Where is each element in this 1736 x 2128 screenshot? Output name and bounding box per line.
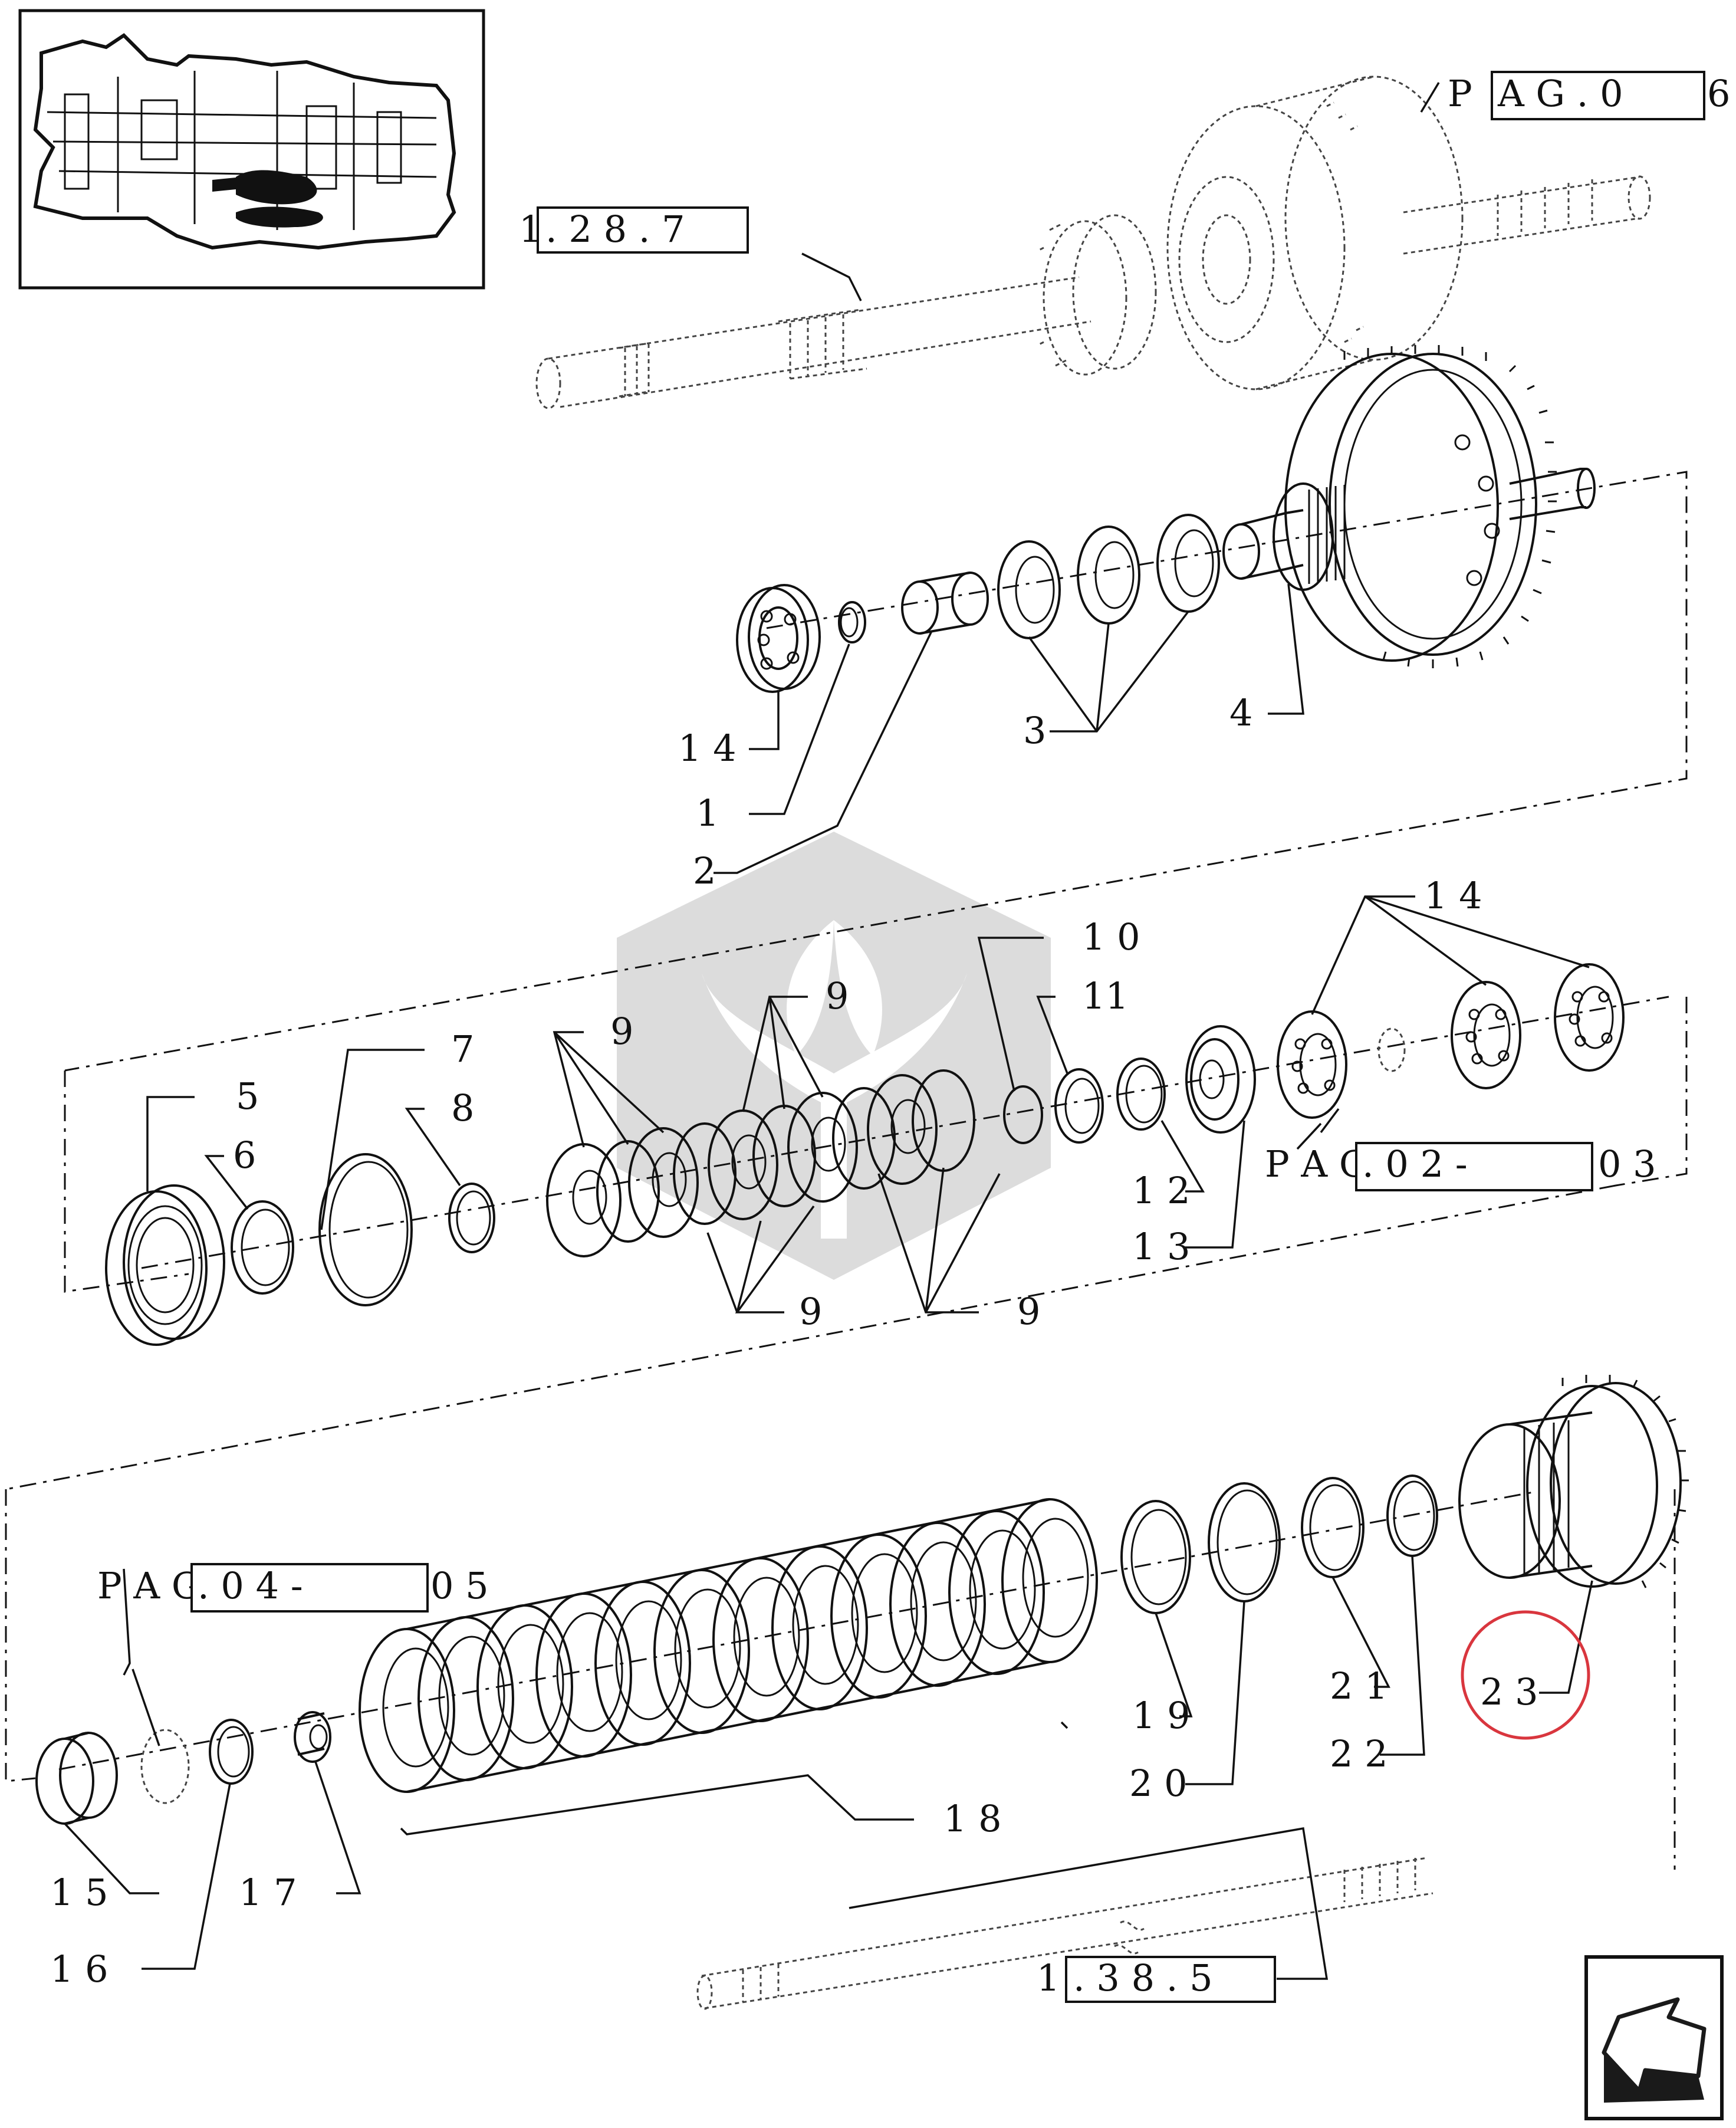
part-3-thrust-washers — [997, 514, 1220, 639]
part-label-12: 1 2 — [1132, 1169, 1191, 1212]
ref-prefix: P A G — [97, 1564, 200, 1607]
ref-suffix: 0 3 — [1598, 1142, 1656, 1185]
ghost-planetary-carrier — [1166, 75, 1651, 390]
page-ref-1-28-7[interactable]: 1 . 2 8 . 7 — [519, 206, 749, 254]
part-label-3: 3 — [1023, 709, 1046, 752]
ref-suffix: 0 5 — [430, 1564, 489, 1607]
part-20-snap-ring — [1208, 1482, 1281, 1602]
part-4-drum-gear — [1222, 345, 1596, 668]
part-label-18: 1 8 — [943, 1797, 1002, 1840]
ghost-shim — [140, 1729, 190, 1804]
part-label-2: 2 — [693, 849, 716, 892]
part-label-1: 1 — [696, 792, 719, 835]
part-label-21: 2 1 — [1330, 1664, 1388, 1707]
leader-lines — [64, 82, 1593, 1980]
part-10-snap-ring — [1003, 1085, 1043, 1144]
part-label-14-row: 1 4 — [1424, 874, 1482, 917]
part-21-snap-ring — [1301, 1477, 1365, 1578]
part-12-snap-ring — [1116, 1058, 1166, 1131]
dashed-axis-row-2 — [64, 471, 1688, 1072]
highlight-circle — [1461, 1610, 1590, 1740]
brand-leaf-hexagon-watermark — [617, 832, 1051, 1280]
part-1-snap-ring — [838, 601, 866, 643]
part-label-9-a: 9 — [610, 1010, 633, 1053]
part-23-gear-hub — [1458, 1375, 1689, 1588]
part-label-19: 1 9 — [1132, 1694, 1191, 1737]
ref-prefix: 1 — [1037, 1956, 1060, 1999]
page-ref-1-38-5[interactable]: 1 . 3 8 . 5 — [1037, 1956, 1276, 2003]
part-14-bearings-row — [1277, 963, 1625, 1119]
part-8-seal — [448, 1183, 495, 1253]
part-label-7: 7 — [451, 1027, 474, 1070]
next-page-arrow-icon[interactable] — [1584, 1955, 1724, 2120]
dashed-axis-row-3 — [5, 996, 1688, 1490]
part-label-9-b: 9 — [826, 974, 849, 1017]
part-label-17: 1 7 — [239, 1871, 297, 1914]
page-ref-pag-02-03[interactable]: P A G . 0 2 - 0 3 — [1265, 1142, 1656, 1191]
ref-box-text: . 3 8 . 5 — [1073, 1956, 1213, 1999]
page-ref-pag-06[interactable]: P A G . 0 6 — [1448, 71, 1730, 120]
part-label-14-top: 1 4 — [678, 727, 737, 770]
ghost-output-shaft — [696, 1857, 1433, 2010]
part-6-o-ring — [231, 1200, 294, 1295]
part-label-23: 2 3 — [1480, 1670, 1538, 1713]
part-9-belleville-springs — [546, 1069, 975, 1257]
part-label-5: 5 — [236, 1075, 259, 1118]
part-7-seal-ring — [318, 1153, 413, 1306]
part-2-bushing — [901, 572, 989, 635]
part-label-22: 2 2 — [1330, 1732, 1388, 1775]
part-label-8: 8 — [451, 1086, 474, 1129]
part-label-4: 4 — [1229, 691, 1252, 734]
part-label-20: 2 0 — [1129, 1762, 1188, 1805]
ghost-input-shaft — [535, 214, 1157, 409]
part-17-nut — [294, 1711, 331, 1763]
part-label-9-d: 9 — [799, 1290, 822, 1333]
part-13-bushing — [1185, 1025, 1256, 1134]
part-label-10: 1 0 — [1082, 915, 1140, 958]
part-label-11: 11 — [1082, 974, 1129, 1017]
transmission-overview-thumbnail[interactable] — [18, 9, 485, 290]
part-label-13: 1 3 — [1132, 1225, 1191, 1268]
part-14-bearing-top — [736, 584, 821, 693]
part-19-toothed-plate — [1120, 1500, 1191, 1614]
part-label-6: 6 — [233, 1134, 256, 1177]
part-15-bearing-cup — [35, 1732, 118, 1825]
part-5-piston — [105, 1184, 225, 1346]
dashed-axis-row-4 — [5, 1489, 1676, 1870]
ref-box-text: A G . 0 — [1497, 72, 1623, 115]
ref-box-text: . 0 2 - — [1362, 1142, 1468, 1185]
part-11-washer — [1054, 1068, 1104, 1144]
page-ref-pag-04-05[interactable]: P A G . 0 4 - 0 5 — [97, 1563, 489, 1613]
ref-prefix: P — [1448, 72, 1472, 115]
part-label-16: 1 6 — [50, 1948, 108, 1991]
part-label-9-c: 9 — [1017, 1290, 1040, 1333]
ref-box-text: . 2 8 . 7 — [545, 208, 685, 251]
part-16-snap-ring — [209, 1719, 254, 1785]
part-18-clutch-disc-pack — [359, 1498, 1098, 1793]
ref-box-text: . 0 4 - — [198, 1564, 303, 1607]
ref-prefix: P A G — [1265, 1142, 1368, 1185]
ref-suffix: 6 — [1707, 72, 1730, 115]
part-label-15: 1 5 — [50, 1871, 108, 1914]
part-labels: 1 4 1 2 3 4 5 6 7 8 9 9 9 9 1 0 11 1 2 1… — [50, 691, 1538, 1991]
